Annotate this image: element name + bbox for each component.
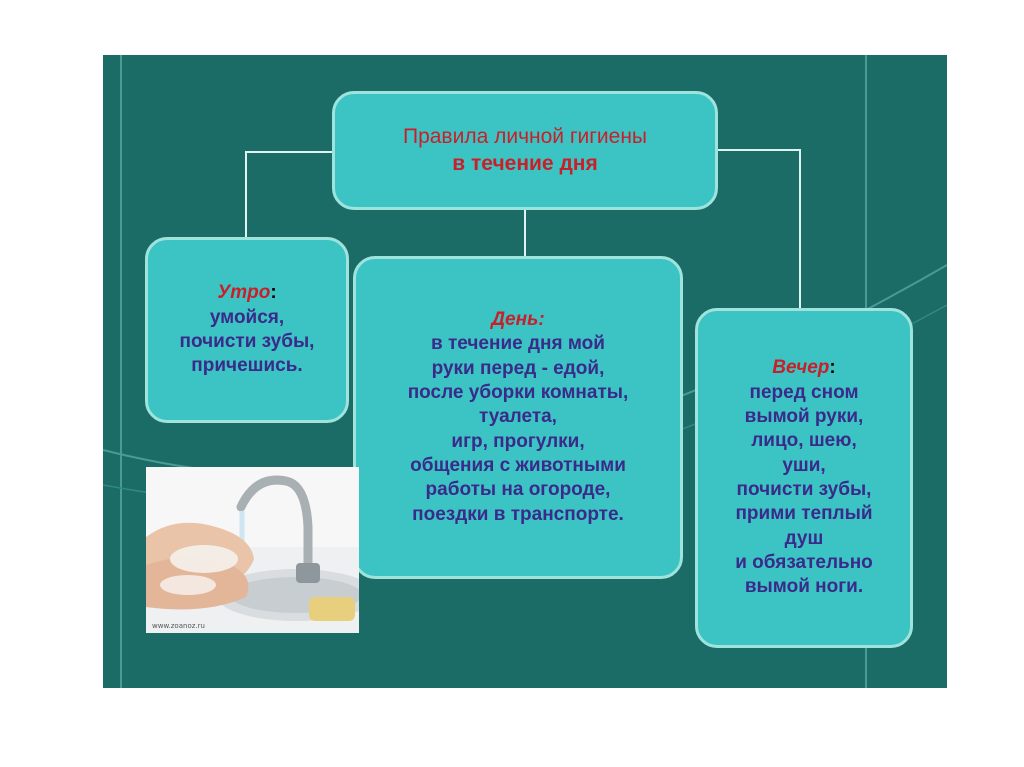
evening-line: прими теплый bbox=[735, 503, 873, 525]
day-line: руки перед - едой, bbox=[431, 357, 605, 379]
day-line: общения с животными bbox=[410, 454, 626, 476]
connector-title-to-morning bbox=[245, 151, 332, 237]
evening-line: душ bbox=[784, 527, 824, 549]
evening-heading-colon: : bbox=[829, 357, 836, 379]
evening-line: лицо, шею, bbox=[751, 430, 857, 452]
morning-line: почисти зубы, bbox=[179, 331, 315, 352]
evening-heading-text: Вечер bbox=[772, 357, 830, 379]
morning-line: умойся, bbox=[209, 306, 285, 328]
evening-line: вымой ноги. bbox=[744, 576, 864, 598]
day-line: поездки в транспорте. bbox=[412, 503, 624, 525]
title-line-1: Правила личной гигиены bbox=[402, 124, 648, 148]
morning-line: причешись. bbox=[191, 355, 303, 377]
day-line: игр, прогулки, bbox=[451, 430, 585, 452]
morning-heading: Утро: bbox=[148, 281, 346, 305]
day-line: в течение дня мой bbox=[431, 333, 605, 355]
morning-box: Утро: умойся, почисти зубы, причешись. bbox=[145, 237, 349, 423]
photo-caption: www.zoanoz.ru bbox=[152, 622, 205, 630]
evening-line: и обязательно bbox=[735, 551, 873, 573]
day-line: работы на огороде, bbox=[425, 479, 611, 501]
title-line-2: в течение дня bbox=[452, 151, 598, 175]
morning-heading-colon: : bbox=[270, 282, 277, 304]
day-line: после уборки комнаты, bbox=[407, 382, 629, 404]
handwashing-illustration-icon bbox=[146, 467, 359, 633]
evening-line: почисти зубы, bbox=[736, 479, 872, 500]
connector-title-to-evening bbox=[718, 149, 801, 308]
connector-lines bbox=[245, 149, 801, 308]
evening-line: перед сном bbox=[749, 381, 859, 403]
day-box: День: в течение дня мой руки перед - едо… bbox=[353, 256, 683, 579]
evening-line: вымой руки, bbox=[744, 406, 864, 428]
slide: Правила личной гигиены в течение дня Утр… bbox=[103, 55, 947, 688]
title-box: Правила личной гигиены в течение дня bbox=[332, 91, 718, 210]
evening-heading: Вечер: bbox=[698, 356, 910, 380]
morning-heading-text: Утро bbox=[217, 282, 271, 304]
day-line: туалета, bbox=[479, 406, 557, 428]
handwashing-photo: www.zoanoz.ru bbox=[146, 467, 359, 633]
evening-line: уши, bbox=[782, 454, 826, 476]
evening-box: Вечер: перед сном вымой руки, лицо, шею,… bbox=[695, 308, 913, 648]
day-heading: День: bbox=[491, 309, 545, 331]
